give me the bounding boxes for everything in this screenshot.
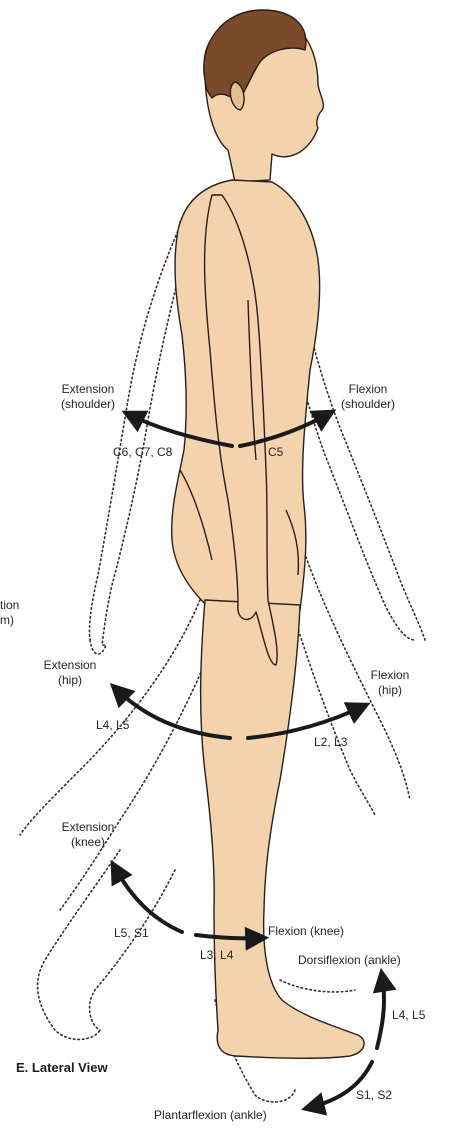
label-ankle-dorsiflexion: Dorsiflexion (ankle) — [298, 953, 401, 968]
label-ankle-plantarflexion: Plantarflexion (ankle) — [154, 1108, 267, 1123]
segments-knee-extension: L5, S1 — [114, 926, 149, 940]
ghost-foot-dorsi — [280, 980, 355, 992]
label-knee-flexion: Flexion (knee) — [268, 924, 344, 939]
ghost-arm-back — [89, 215, 185, 640]
legs — [201, 600, 364, 1058]
segments-hip-flexion: L2, L3 — [314, 735, 347, 749]
segments-shoulder-flexion: C5 — [268, 445, 283, 459]
segments-hip-extension: L4, L5 — [96, 718, 129, 732]
label-shoulder-extension: Extension (shoulder) — [52, 382, 124, 412]
figure-caption: E. Lateral View — [16, 1060, 108, 1075]
label-shoulder-flexion: Flexion (shoulder) — [332, 382, 404, 412]
label-hip-flexion: Flexion (hip) — [360, 668, 420, 698]
figure-body — [172, 10, 364, 1058]
label-elbow-cut: tion m) — [0, 598, 19, 628]
segments-ankle-dorsiflexion: L4, L5 — [392, 1008, 425, 1022]
segments-ankle-plantarflexion: S1, S2 — [356, 1088, 392, 1102]
segments-shoulder-extension: C6, C7, C8 — [113, 445, 172, 459]
segments-knee-flexion: L3, L4 — [200, 948, 233, 962]
label-hip-extension: Extension (hip) — [34, 658, 106, 688]
ghost-lower-leg-back — [38, 850, 120, 1039]
arrow-ankle-dorsiflexion — [377, 975, 384, 1048]
label-knee-extension: Extension (knee) — [50, 820, 126, 850]
